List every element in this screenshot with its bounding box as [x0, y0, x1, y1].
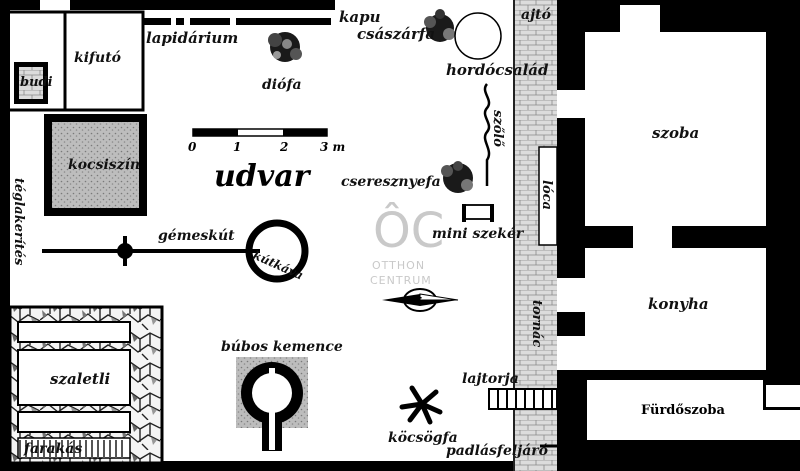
mini-cart-icon: [462, 204, 494, 222]
label-kocsiszin: kocsiszín: [68, 157, 140, 173]
label-kapu: kapu: [339, 8, 381, 26]
scale-tick-2: 2: [279, 140, 288, 154]
cherry-tree-icon: [441, 161, 473, 193]
label-teglakerites: téglakerítés: [11, 178, 26, 266]
label-csaszarfa: császárfa: [357, 25, 435, 43]
label-mini-szeker: mini szekér: [432, 226, 525, 242]
label-konyha: konyha: [648, 295, 709, 313]
szaletli-area: [8, 305, 164, 465]
label-kifuto: kifutó: [74, 50, 121, 66]
kocsiszin-building: [44, 114, 147, 216]
emperor-tree-icon: [424, 9, 455, 42]
walnut-tree-icon: [268, 32, 302, 62]
kifuto-enclosure: [10, 10, 145, 112]
label-szolo: szőlő: [490, 110, 505, 147]
label-szaletli: szaletli: [50, 370, 111, 388]
compass-icon: [382, 288, 459, 312]
kocsogfa-icon: [399, 385, 443, 425]
scale-bar: [192, 128, 328, 137]
attic-access-arrow: [540, 440, 580, 452]
label-lajtorja: lajtorja: [462, 371, 519, 387]
label-udvar: udvar: [214, 159, 312, 194]
label-farakas: farakás: [23, 441, 82, 457]
watermark-monogram: ÔC: [373, 202, 444, 259]
label-szoba: szoba: [652, 124, 699, 142]
scale-tick-3: 3 m: [320, 140, 345, 154]
barrel-family-circle: [454, 12, 502, 60]
label-lica: lóca: [539, 180, 554, 210]
label-budi: budi: [20, 75, 53, 90]
label-lapidarium: lapidárium: [146, 29, 238, 47]
watermark-line1: OTTHON: [372, 259, 425, 272]
grapevine-line: [483, 83, 491, 186]
scale-tick-0: 0: [188, 140, 197, 154]
scale-tick-1: 1: [233, 140, 241, 154]
bubos-kemence: [236, 357, 308, 451]
bench-lica: [538, 146, 558, 246]
label-padlasfeljaro: padlásfeljáró: [446, 443, 548, 459]
label-hordocsalad: hordócsalád: [446, 61, 549, 79]
house-interior: [557, 5, 800, 439]
compass-letter: É: [415, 295, 423, 308]
label-kocsogfa: köcsögfa: [388, 430, 458, 446]
label-diofa: diófa: [262, 77, 302, 93]
watermark-line2: CENTRUM: [370, 274, 432, 287]
label-cseresznyefa: cseresznyefa: [341, 174, 441, 190]
label-gemeskut: gémeskút: [158, 228, 235, 244]
well-sweep: [42, 219, 309, 283]
label-ajto: ajtó: [521, 7, 551, 23]
ladder-icon: [488, 388, 558, 410]
label-bubos-kemence: búbos kemence: [221, 339, 343, 355]
label-tornac: tornác: [529, 300, 544, 347]
label-furdoszoba: Fürdőszoba: [641, 403, 726, 418]
watermark-logo: ÔC OTTHON CENTRUM: [370, 202, 444, 287]
